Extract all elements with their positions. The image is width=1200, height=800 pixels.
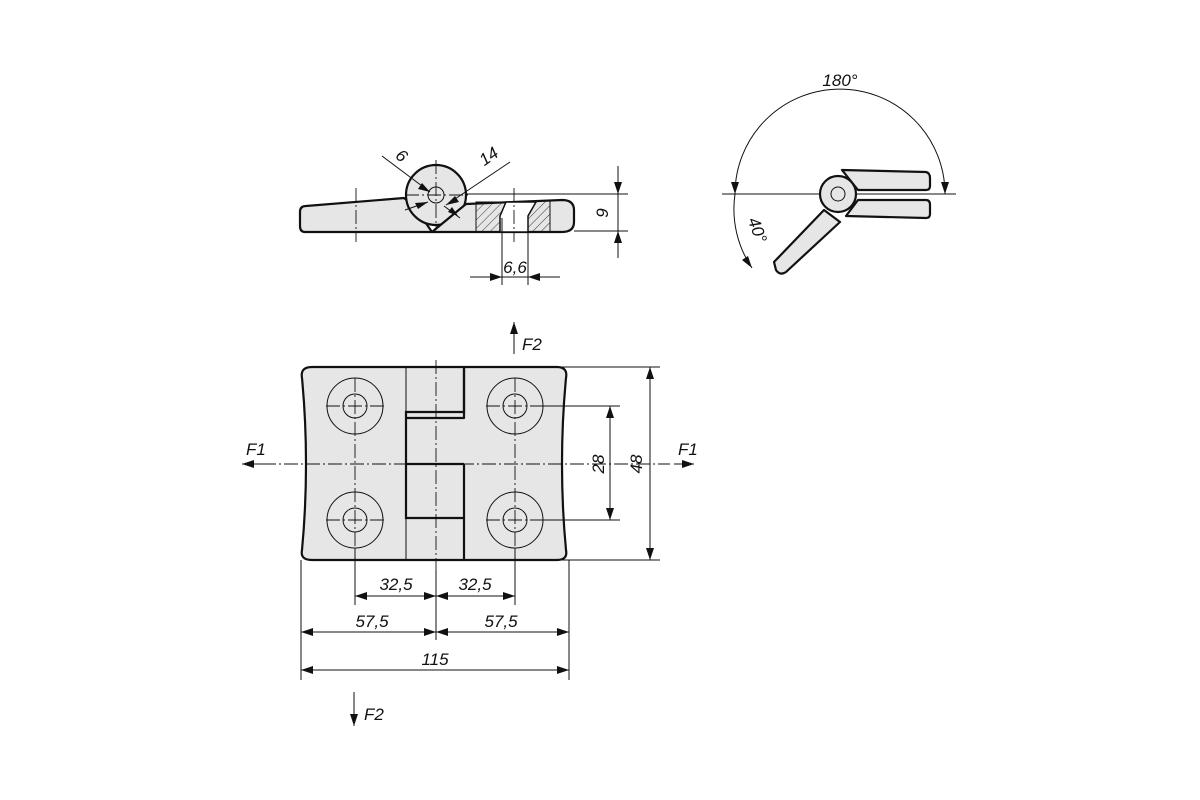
label-dim-28: 28 [589,454,608,474]
top-view: 28 48 32,5 32,5 57,5 57,5 115 [242,322,698,726]
label-force-up: F2 [522,335,542,354]
label-angle-40: 40° [744,215,771,246]
rotation-leaf-rotated [772,208,842,275]
label-radius-6: 6 [392,145,412,166]
rotation-view: 180° 40° [722,71,956,275]
label-dim-32-5-right: 32,5 [458,575,492,594]
label-angle-180: 180° [822,71,857,90]
label-dim-115: 115 [421,650,449,669]
label-dim-57-5-right: 57,5 [484,612,518,631]
rotation-leaf-lower [844,198,932,220]
label-dim-48: 48 [627,454,646,473]
force-arrow-down: F2 [350,692,384,726]
force-arrow-right: F1 [674,440,698,468]
label-dim-32-5-left: 32,5 [379,575,413,594]
side-view: 6 14 9 6,6 [298,143,628,285]
side-left-leaf [298,196,434,234]
label-force-down: F2 [364,705,384,724]
label-dim-57-5-left: 57,5 [355,612,389,631]
force-arrow-up: F2 [510,322,542,354]
label-force-right: F1 [678,440,698,459]
label-radius-14: 14 [476,143,502,169]
top-knuckle-profile [404,367,466,560]
rotation-knuckle [818,174,858,214]
label-hole-6-6: 6,6 [503,258,527,277]
label-force-left: F1 [246,440,266,459]
label-thickness-9: 9 [593,208,612,218]
rotation-leaf-upper [840,168,932,192]
force-arrow-left: F1 [242,440,266,468]
